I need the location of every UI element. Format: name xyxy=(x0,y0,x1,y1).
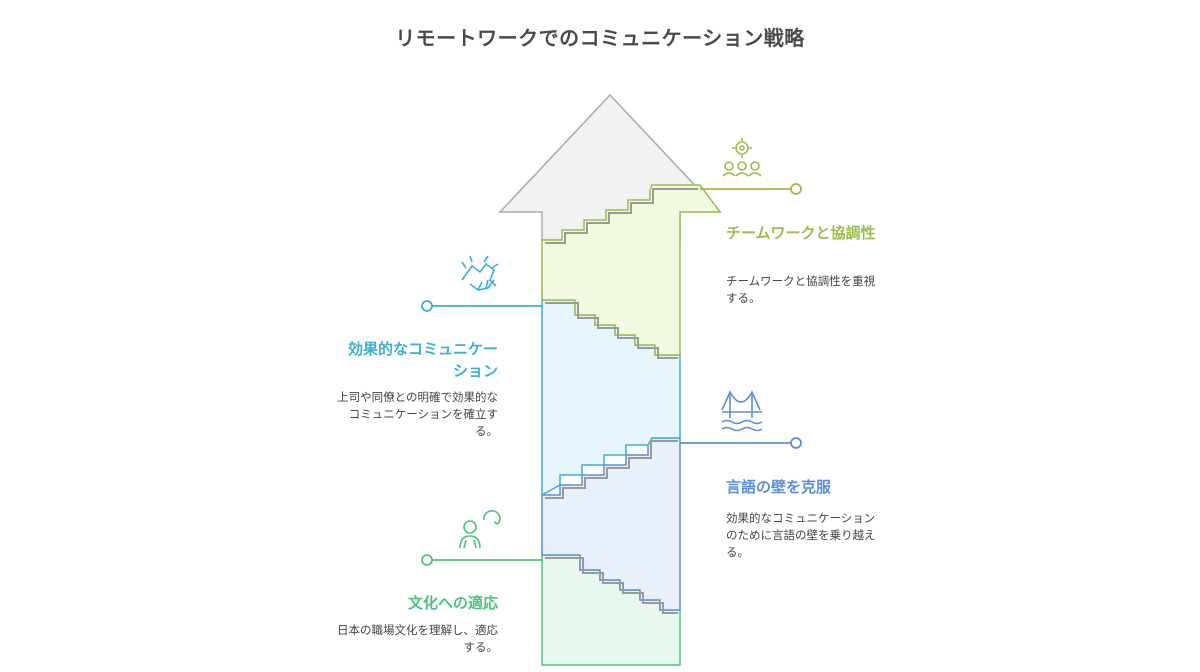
language-block xyxy=(541,437,681,611)
person-adapting-icon xyxy=(459,510,501,549)
communication-heading: 効果的なコミュニケーション xyxy=(347,340,498,380)
handshake-icon xyxy=(461,255,499,291)
stair-edges xyxy=(545,188,698,614)
gears-and-people-icon xyxy=(722,138,762,177)
teamwork-heading: チームワークと協調性 xyxy=(726,224,876,242)
language-description: 効果的なコミュニケーションのために言語の壁を乗り越える。 xyxy=(726,511,876,559)
language-heading: 言語の壁を克服 xyxy=(726,478,832,496)
diagram-title: リモートワークでのコミュニケーション戦略 xyxy=(395,26,805,50)
culture-description: 日本の職場文化を理解し、適応する。 xyxy=(337,623,498,654)
culture-heading: 文化への適応 xyxy=(407,594,498,612)
teamwork-dot xyxy=(790,183,802,195)
communication-description: 上司や同僚との明確で効果的なコミュニケーションを確立する。 xyxy=(337,390,498,438)
teamwork-description: チームワークと協調性を重視する。 xyxy=(726,274,876,305)
language-dot xyxy=(790,437,802,449)
connectors xyxy=(421,183,802,566)
communication-dot xyxy=(421,300,433,312)
culture-dot xyxy=(421,554,433,566)
bridge-icon xyxy=(721,390,763,432)
